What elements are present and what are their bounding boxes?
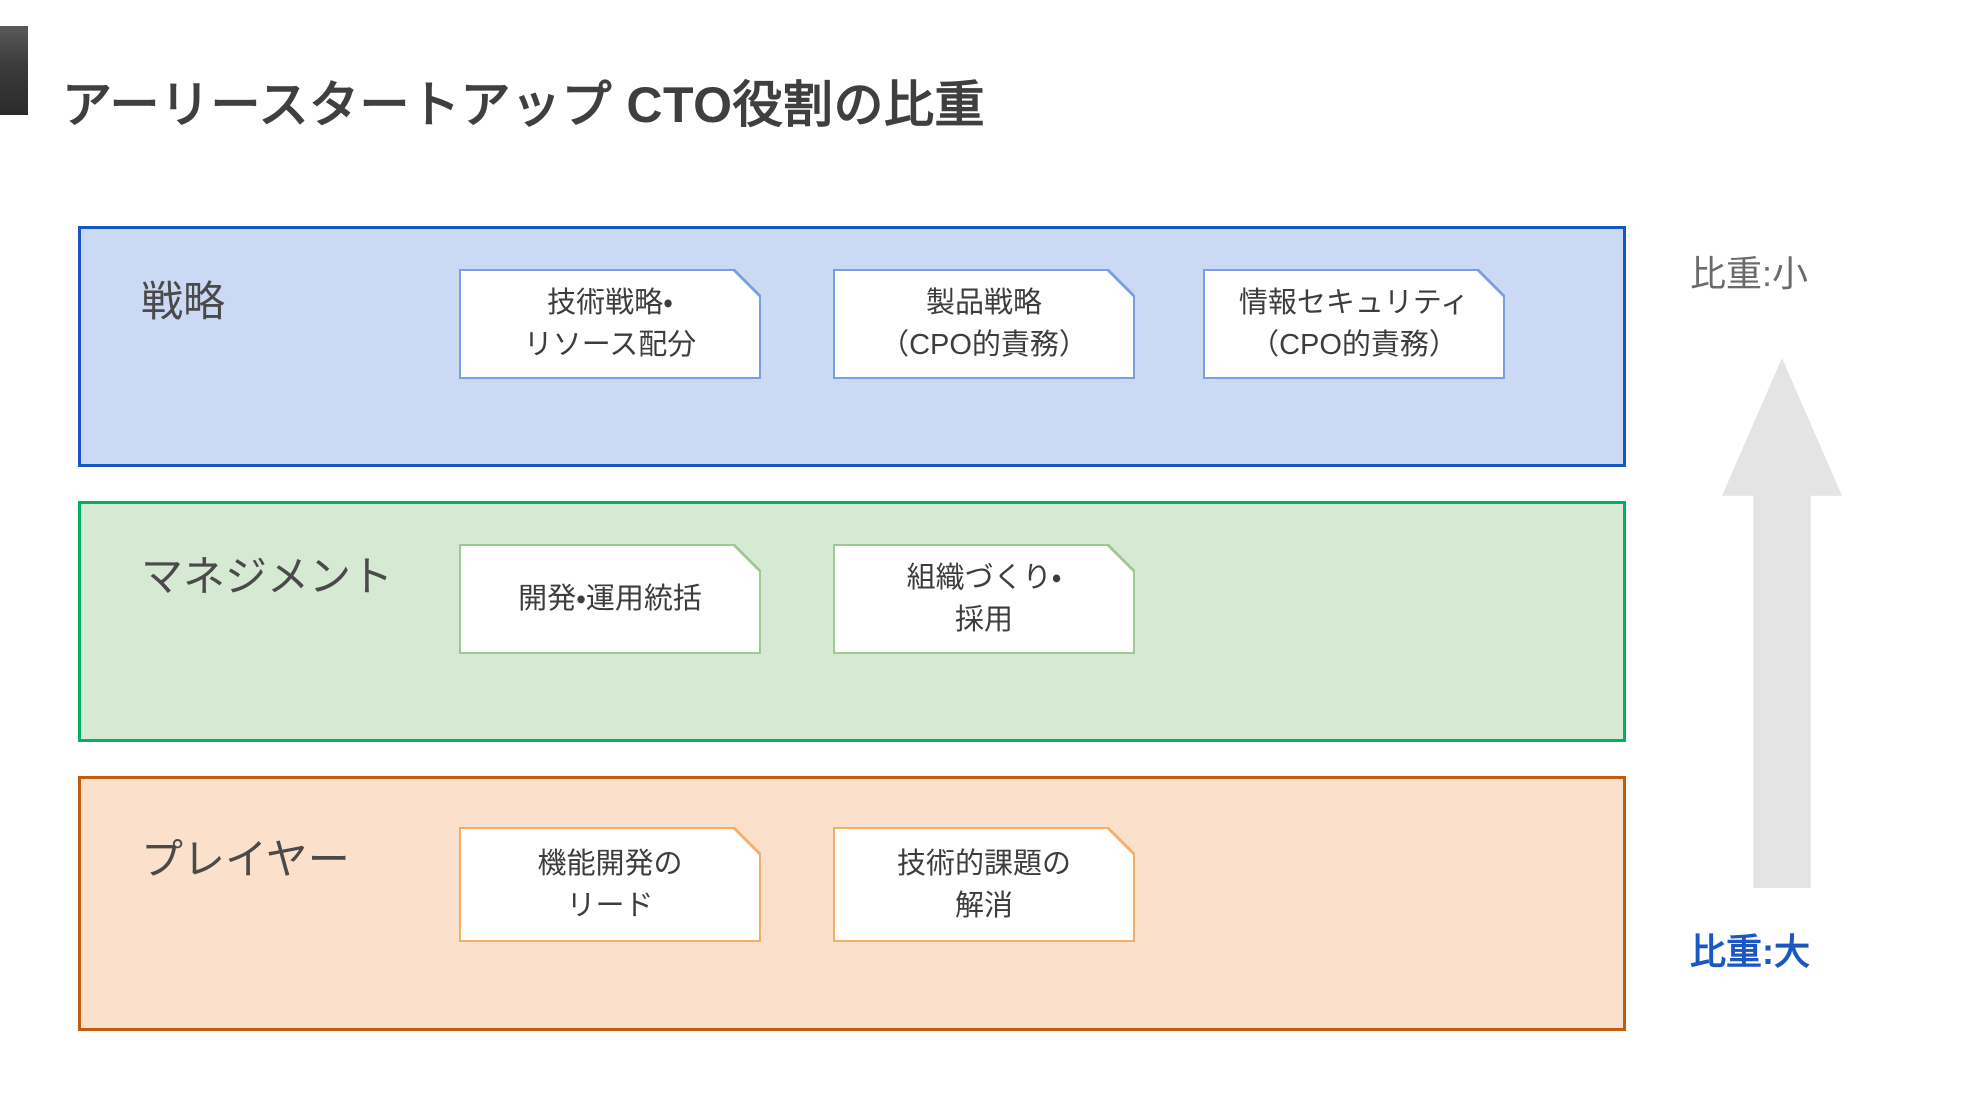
card-body: 機能開発の リード (461, 829, 759, 940)
card-body: 組織づくり・ 採用 (835, 546, 1133, 652)
layer-label-player: プレイヤー (141, 836, 350, 883)
card-body: 技術的課題の 解消 (835, 829, 1133, 940)
card-management-1[interactable]: 開発・運用統括 (459, 544, 761, 654)
card-body: 製品戦略 （CPO的責務） (835, 271, 1133, 377)
card-body: 開発・運用統括 (461, 546, 759, 652)
layer-strategy: 戦略 技術戦略・ リソース配分 製品戦略 （CPO的責務） 情報セキュリティ （… (78, 226, 1626, 467)
arrow-up-icon (1722, 358, 1842, 888)
card-player-2[interactable]: 技術的課題の 解消 (833, 827, 1135, 942)
page-title: アーリースタートアップ CTO役割の比重 (62, 76, 986, 133)
card-text: 製品戦略 （CPO的責務） (880, 287, 1088, 361)
card-management-2[interactable]: 組織づくり・ 採用 (833, 544, 1135, 654)
card-strategy-3[interactable]: 情報セキュリティ （CPO的責務） (1203, 269, 1505, 379)
layer-management: マネジメント 開発・運用統括 組織づくり・ 採用 (78, 501, 1626, 742)
scale-label-small: 比重:小 (1690, 253, 1809, 294)
card-body: 情報セキュリティ （CPO的責務） (1205, 271, 1503, 377)
scale-label-large: 比重:大 (1690, 931, 1810, 972)
card-player-1[interactable]: 機能開発の リード (459, 827, 761, 942)
card-strategy-2[interactable]: 製品戦略 （CPO的責務） (833, 269, 1135, 379)
layer-label-management: マネジメント (141, 553, 394, 600)
title-accent-bar (0, 26, 28, 115)
card-text: 機能開発の リード (537, 847, 683, 922)
card-strategy-1[interactable]: 技術戦略・ リソース配分 (459, 269, 761, 379)
card-text: 組織づくり・ 採用 (906, 562, 1062, 636)
card-body: 技術戦略・ リソース配分 (461, 271, 759, 377)
card-text: 情報セキュリティ （CPO的責務） (1238, 287, 1470, 361)
card-text: 開発・運用統括 (518, 583, 702, 615)
layer-label-strategy: 戦略 (141, 278, 226, 325)
layer-player: プレイヤー 機能開発の リード 技術的課題の 解消 (78, 776, 1626, 1031)
card-text: 技術的課題の 解消 (896, 847, 1071, 922)
card-text: 技術戦略・ リソース配分 (523, 287, 697, 361)
